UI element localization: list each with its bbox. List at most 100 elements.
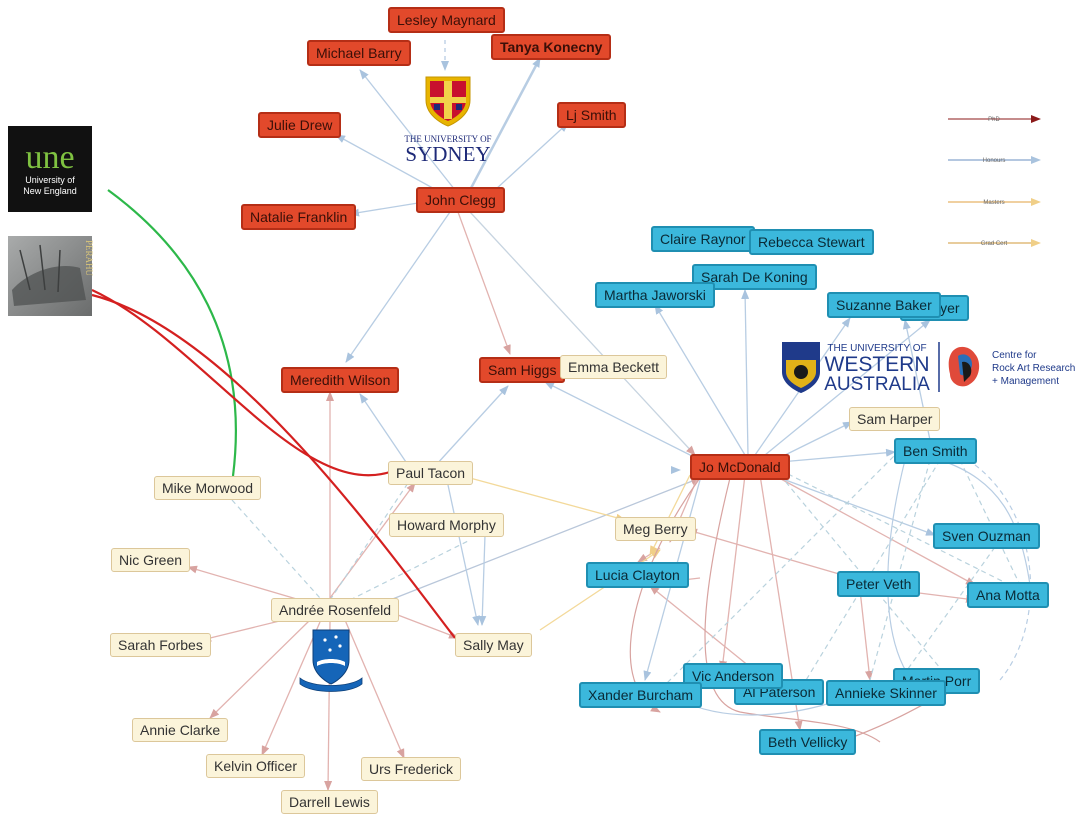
node-lj-smith[interactable]: Lj Smith	[557, 102, 626, 128]
edge	[769, 472, 976, 586]
node-howard-morphy[interactable]: Howard Morphy	[389, 513, 504, 537]
node-natalie-franklin[interactable]: Natalie Franklin	[241, 204, 357, 230]
legend-masters: Masters	[983, 200, 1004, 206]
perahu-text: PERAHU	[84, 240, 94, 277]
anu-crest-logo	[299, 629, 363, 692]
legend-grad-cert: Grad Cert	[981, 241, 1008, 247]
edge	[774, 421, 853, 461]
legend: PhD Honours Masters Grad Cert	[948, 115, 1041, 247]
node-claire-raynor[interactable]: Claire Raynor	[651, 226, 755, 252]
edge	[187, 565, 301, 601]
edge	[779, 477, 936, 536]
node-sally-may[interactable]: Sally May	[455, 633, 532, 657]
node-urs-frederick[interactable]: Urs Frederick	[361, 757, 462, 781]
node-ana-motta[interactable]: Ana Motta	[967, 582, 1049, 608]
uwa-line2: WESTERN	[825, 353, 930, 376]
node-tanya-konecny[interactable]: Tanya Konecny	[491, 34, 612, 60]
une-mark: une	[25, 139, 74, 176]
node-meredith-wilson[interactable]: Meredith Wilson	[281, 367, 400, 393]
edge	[719, 474, 746, 671]
node-paul-tacon[interactable]: Paul Tacon	[388, 461, 474, 485]
node-ben-smith[interactable]: Ben Smith	[894, 438, 977, 464]
edge	[349, 539, 471, 601]
une-line1: University of	[25, 175, 75, 185]
node-beth-vellicky[interactable]: Beth Vellicky	[759, 729, 857, 755]
edge	[869, 459, 931, 681]
edge	[779, 448, 896, 463]
node-peter-veth[interactable]: Peter Veth	[837, 571, 921, 597]
edge	[779, 469, 1011, 586]
node-sarah-forbes[interactable]: Sarah Forbes	[110, 633, 211, 657]
edge	[329, 479, 411, 601]
crar-line2: Rock Art Research	[992, 363, 1075, 374]
edge	[359, 393, 409, 466]
edge	[435, 385, 509, 466]
node-annieke-skinner[interactable]: Annieke Skinner	[826, 680, 946, 706]
edge	[959, 454, 1032, 681]
edge	[764, 319, 931, 456]
node-andree-rosenfeld[interactable]: Andrée Rosenfeld	[271, 598, 400, 622]
edge	[654, 304, 746, 456]
legend-honours: Honours	[983, 158, 1006, 164]
node-lucia-clayton[interactable]: Lucia Clayton	[586, 562, 689, 588]
edge	[344, 619, 405, 759]
edge	[261, 621, 321, 756]
une-connector-curve	[107, 189, 237, 477]
node-jo-mcdonald[interactable]: Jo McDonald	[690, 454, 790, 480]
edge	[349, 202, 419, 217]
legend-phd: PhD	[988, 117, 1000, 123]
edge	[469, 477, 626, 522]
edge	[329, 482, 416, 599]
edge	[704, 477, 881, 743]
edge	[447, 484, 481, 626]
node-sam-harper[interactable]: Sam Harper	[849, 407, 941, 431]
edge	[389, 477, 701, 601]
perahu-image: PERAHU	[8, 236, 94, 316]
perahu-connector-curve	[91, 293, 456, 639]
node-mike-morwood[interactable]: Mike Morwood	[154, 476, 262, 500]
uwa-logo: THE UNIVERSITY OF WESTERN AUSTRALIA	[782, 342, 940, 395]
crar-logo: Centre for Rock Art Research + Managemen…	[948, 346, 1075, 387]
node-annie-clarke[interactable]: Annie Clarke	[132, 718, 229, 742]
uwa-line3: AUSTRALIA	[824, 374, 930, 395]
edge	[741, 289, 750, 456]
edge	[637, 547, 661, 563]
node-suzanne-baker[interactable]: Suzanne Baker	[827, 292, 941, 318]
sydney-line1: THE UNIVERSITY OF	[404, 134, 491, 144]
edge	[469, 211, 696, 456]
edge	[231, 499, 321, 599]
edge	[939, 459, 1031, 586]
node-nic-green[interactable]: Nic Green	[111, 548, 191, 572]
sydney-line2: SYDNEY	[405, 142, 490, 166]
une-logo: une University of New England	[8, 126, 92, 212]
edge	[659, 449, 901, 691]
edge	[544, 381, 701, 461]
node-martha-jaworski[interactable]: Martha Jaworski	[595, 282, 715, 308]
crar-line3: + Management	[992, 376, 1059, 387]
edge	[345, 211, 451, 363]
node-rebecca-stewart[interactable]: Rebecca Stewart	[749, 229, 874, 255]
node-sam-higgs[interactable]: Sam Higgs	[479, 357, 566, 383]
node-lesley-maynard[interactable]: Lesley Maynard	[388, 7, 505, 33]
edge	[478, 534, 487, 626]
edge	[457, 211, 511, 355]
edge	[359, 69, 456, 191]
node-michael-barry[interactable]: Michael Barry	[307, 40, 411, 66]
node-julie-drew[interactable]: Julie Drew	[258, 112, 342, 138]
node-xander-burcham[interactable]: Xander Burcham	[579, 682, 703, 708]
uwa-line1: THE UNIVERSITY OF	[827, 343, 926, 354]
edge	[389, 611, 459, 639]
edge	[468, 57, 542, 191]
node-sven-ouzman[interactable]: Sven Ouzman	[933, 523, 1040, 549]
node-john-clegg[interactable]: John Clegg	[416, 187, 505, 213]
edge	[649, 474, 691, 556]
node-meg-berry[interactable]: Meg Berry	[615, 517, 696, 541]
edge	[899, 539, 1001, 681]
node-darrell-lewis[interactable]: Darrell Lewis	[281, 790, 378, 814]
edge	[335, 134, 441, 193]
crar-line1: Centre for	[992, 350, 1037, 361]
node-emma-beckett[interactable]: Emma Beckett	[560, 355, 668, 379]
une-line2: New England	[23, 186, 77, 196]
perahu-connector-curve	[91, 289, 391, 477]
node-kelvin-officer[interactable]: Kelvin Officer	[206, 754, 305, 778]
